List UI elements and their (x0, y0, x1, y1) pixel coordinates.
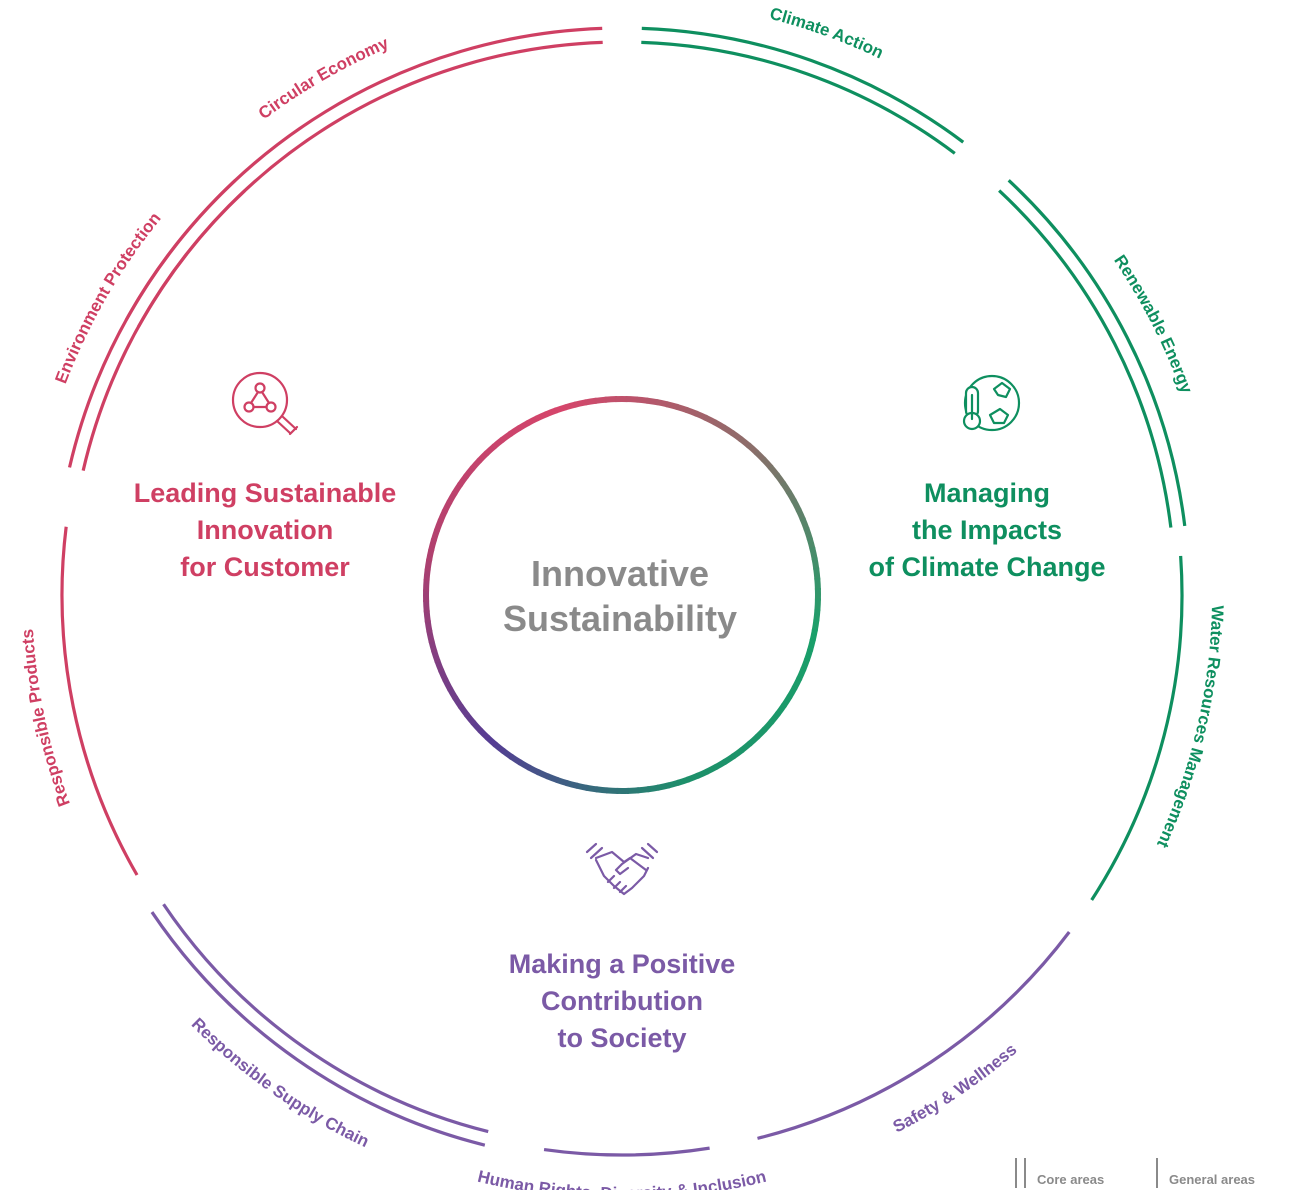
center-ring-arc (544, 407, 558, 418)
segment-4: Safety & Wellness (757, 931, 1071, 1140)
legend-core-label: Core areas (1037, 1172, 1104, 1187)
legend-general-label: General areas (1169, 1172, 1255, 1187)
segment-arc (124, 26, 603, 321)
segment-label: Environment Protection (51, 209, 164, 386)
legend-core: Core areas (1015, 1158, 1104, 1188)
globe-thermometer-icon (962, 374, 1021, 432)
segment-2: Renewable Energy (998, 179, 1196, 528)
segment-label: Circular Economy (255, 33, 392, 123)
segment-label: Renewable Energy (1110, 251, 1196, 396)
pillar-climate-line-1: Managing (924, 478, 1050, 508)
center-title-line-1: Innovative (531, 553, 709, 594)
legend: Core areas General areas (1015, 1158, 1255, 1188)
pillar-climate-line-2: the Impacts (912, 515, 1062, 545)
segment-arc (641, 40, 956, 155)
segment-6: Responsible Supply Chain (150, 903, 489, 1151)
segment-5: Human Rights, Diversity & Inclusion (476, 1146, 768, 1190)
segment-arc (543, 1146, 710, 1157)
pillar-society-line-2: Contribution (541, 986, 703, 1016)
segment-arc (162, 903, 489, 1134)
segment-label: Responsible Supply Chain (188, 1014, 372, 1151)
segment-0: Circular Economy (124, 26, 603, 328)
segment-label: Safety & Wellness (890, 1040, 1021, 1137)
center-ring (423, 396, 821, 794)
pillar-customer-line-3: for Customer (180, 552, 350, 582)
pillar-climate-line-3: of Climate Change (868, 552, 1105, 582)
segment-1: Climate Action (641, 4, 965, 155)
segment-arc (150, 911, 486, 1147)
lightbulb-network-icon (231, 371, 299, 436)
pillar-society: Making a Positive Contribution to Societ… (509, 842, 736, 1053)
pillar-society-line-1: Making a Positive (509, 949, 736, 979)
segment-arc (757, 931, 1071, 1140)
pillar-customer-line-1: Leading Sustainable (134, 478, 397, 508)
segment-7: Responsible Products (18, 526, 139, 876)
segment-arc (998, 189, 1173, 528)
pillar-climate: Managing the Impacts of Climate Change (868, 374, 1106, 582)
legend-general: General areas (1156, 1158, 1255, 1188)
segment-arc (641, 26, 965, 144)
pillar-customer-line-2: Innovation (197, 515, 334, 545)
segment-arc (1007, 179, 1187, 527)
segment-arc (1090, 555, 1184, 901)
pillar-society-line-3: to Society (557, 1023, 686, 1053)
segment-8: Environment Protection (51, 179, 246, 471)
segment-arc (67, 179, 237, 468)
center-title-line-2: Sustainability (503, 598, 737, 639)
center-title: Innovative Sustainability (503, 553, 737, 639)
segment-arc (81, 189, 246, 471)
segment-3: Water Resources Management (1090, 555, 1227, 901)
segment-label: Water Resources Management (1153, 605, 1227, 851)
handshake-icon (585, 842, 659, 896)
segment-arc (60, 526, 139, 876)
segment-label: Human Rights, Diversity & Inclusion (476, 1167, 768, 1190)
pillar-customer: Leading Sustainable Innovation for Custo… (134, 371, 397, 582)
